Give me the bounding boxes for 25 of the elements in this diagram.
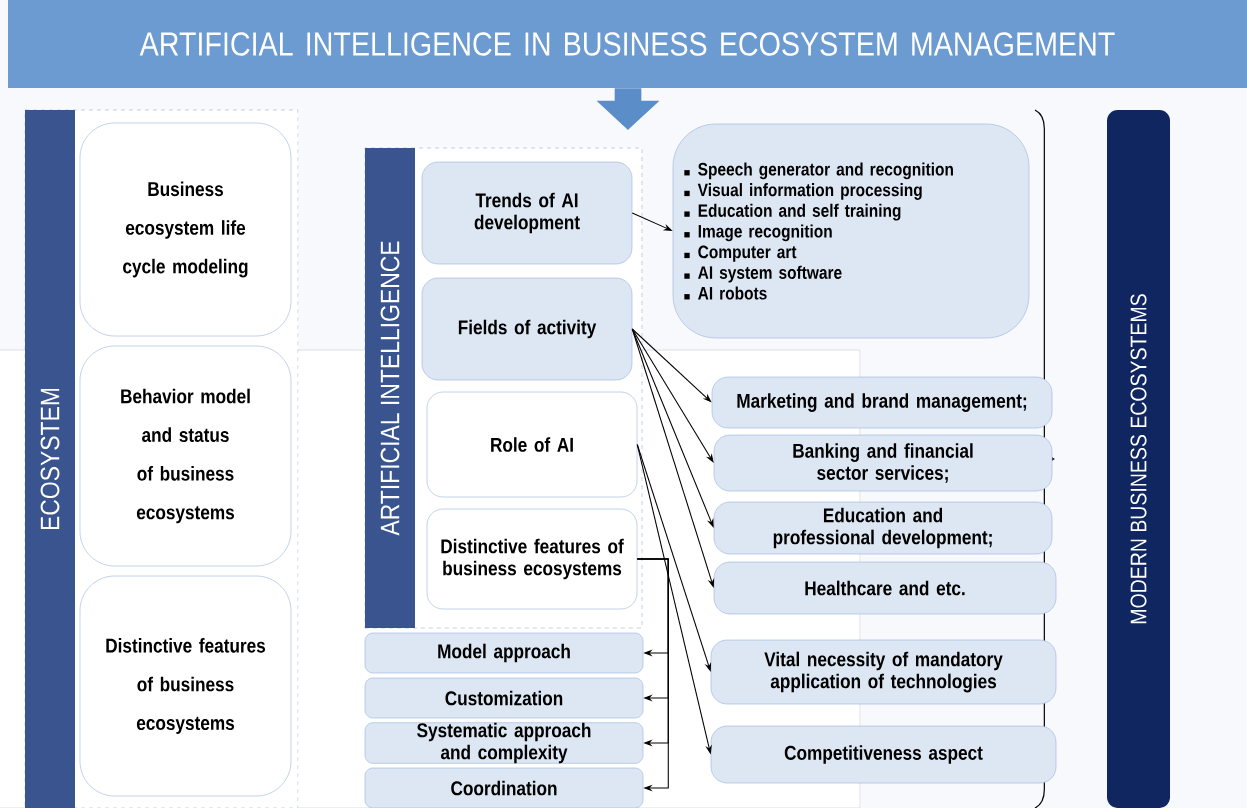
- topic-box: Distinctive features of business ecosystems: [426, 508, 638, 610]
- concept-box: Business ecosystem life cycle modeling: [79, 122, 292, 337]
- concept-box: Distinctive features of business ecosystems: [79, 575, 292, 797]
- side-bar: MODERN BUSINESS ECOSYSTEMS: [1107, 110, 1170, 808]
- feature-box: Coordination: [364, 767, 644, 808]
- topic-box: Fields of activity: [421, 277, 633, 381]
- feature-box: Systematic approach and complexity: [364, 722, 644, 764]
- arrow: [636, 444, 712, 672]
- topic-box: Role of AI: [426, 391, 638, 498]
- arrow: [636, 558, 669, 792]
- arrow: [631, 328, 715, 588]
- title-banner: ARTIFICIAL INTELLIGENCE IN BUSINESS ECOSYSTEM MANAGEMENT: [8, 0, 1247, 88]
- topic-box: Marketing and brand management;: [711, 376, 1053, 429]
- concept-box: Behavior model and status of business ecosystems: [79, 345, 292, 567]
- topic-box: Vital necessity of mandatory application of technologies: [710, 639, 1057, 705]
- arrow: [631, 328, 714, 463]
- topic-box: Trends of AI development: [421, 161, 633, 265]
- topic-box: Banking and financial sector services;: [713, 434, 1053, 492]
- topic-box: Education and professional development;: [713, 501, 1053, 555]
- topic-box: Healthcare and etc.: [713, 561, 1057, 615]
- feature-box: Model approach: [364, 632, 644, 674]
- bullet-list-box: Speech generator and recognition Visual information processing Education and self training Image recognition Computer art AI system software AI robots: [672, 123, 1030, 339]
- feature-box: Customization: [364, 677, 644, 719]
- arrow: [631, 328, 714, 528]
- topic-box: Competitiveness aspect: [710, 725, 1057, 784]
